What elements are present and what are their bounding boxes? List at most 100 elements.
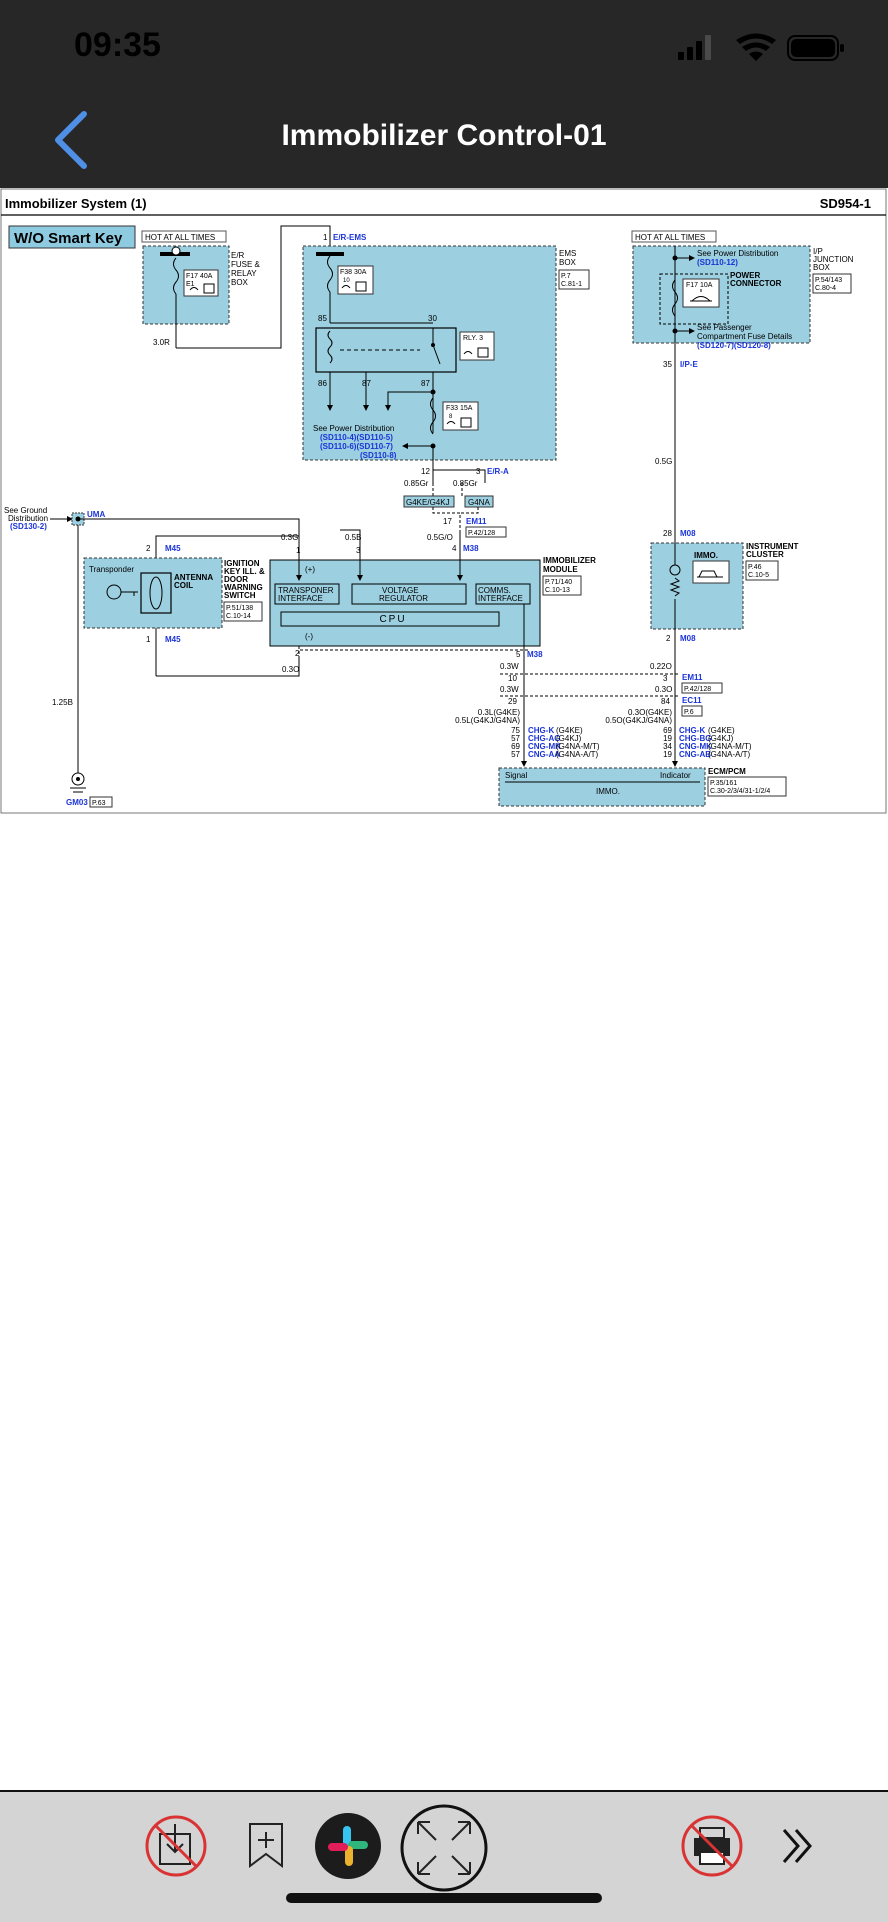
sd-link-1[interactable]: (SD110-4)(SD110-5): [320, 433, 393, 442]
pin-3c: 3: [663, 674, 668, 683]
pin-1b: 1: [296, 546, 301, 555]
right-wire-2: 0.5O(G4KJ/G4NA): [605, 716, 672, 725]
pin-28: 28: [663, 529, 672, 538]
page-title: Immobilizer Control-01: [281, 119, 607, 152]
er-box-label-1: FUSE &: [231, 260, 261, 269]
sd110-12-link[interactable]: (SD110-12): [697, 258, 738, 267]
ign-label-1: KEY ILL. &: [224, 567, 265, 576]
see-ground-0: See Ground: [4, 506, 47, 515]
wire-085gr-left: 0.85Gr: [404, 479, 429, 488]
imm-ref-1: C.10-13: [545, 587, 570, 594]
left-chg-variant-3: (G4NA-A/T): [556, 750, 599, 759]
em11b-label: EM11: [682, 673, 703, 682]
indicator-label: Indicator: [660, 771, 691, 780]
pin-30: 30: [428, 314, 437, 323]
pin-3: 3: [476, 467, 481, 476]
fuse-f17-40a: F17 40A: [186, 273, 213, 280]
slack-icon[interactable]: [314, 1812, 382, 1880]
wire-022o: 0.22O: [650, 662, 672, 671]
right-chg-code-0: CHG-K: [679, 726, 705, 735]
pin-2b: 2: [295, 649, 300, 658]
relay-3-label: RLY. 3: [463, 335, 483, 342]
hot-label-right: HOT AT ALL TIMES: [635, 233, 705, 242]
right-wire-1: 0.3O(G4KE): [628, 708, 672, 717]
comms-if-1: INTERFACE: [478, 594, 523, 603]
car-icon: [697, 570, 723, 578]
left-chg-code-0: CHG-K: [528, 726, 554, 735]
pin-10: 10: [508, 674, 517, 683]
trans-if-0: TRANSPONER: [278, 586, 334, 595]
wire-03w-a: 0.3W: [500, 662, 519, 671]
pin-87b: 87: [421, 379, 430, 388]
ip-box-0: I/P: [813, 247, 823, 256]
wifi-icon: [736, 33, 776, 61]
inst-ref-1: C.10-5: [748, 572, 769, 579]
see-ground-1: Distribution: [8, 514, 48, 523]
ems-ref-0: P.7: [561, 273, 571, 280]
pin-4: 4: [452, 544, 457, 553]
m08-label: M08: [680, 529, 696, 538]
sd130-link[interactable]: (SD130-2): [10, 522, 47, 531]
m45-bot-label: M45: [165, 635, 181, 644]
fullscreen-icon[interactable]: [400, 1804, 488, 1892]
see-power-right: See Power Distribution: [697, 249, 778, 258]
diagram-code: SD954-1: [820, 196, 871, 211]
ems-box-label-0: EMS: [559, 249, 576, 258]
right-chg-variant-3: (G4NA-A/T): [708, 750, 751, 759]
ems-box-label-1: BOX: [559, 258, 577, 267]
relay-3: [315, 327, 457, 373]
left-pin-2: 69: [511, 742, 520, 751]
fuse-icon: [341, 281, 367, 292]
inst-ref-0: P.46: [748, 564, 762, 571]
no-print-icon[interactable]: [680, 1814, 744, 1878]
pin-84: 84: [661, 697, 670, 706]
m38b-label: M38: [527, 650, 543, 659]
lamp-icon: [690, 289, 712, 302]
ip-ref-1: C.80-4: [815, 285, 836, 292]
tag-g4na: G4NA: [468, 498, 490, 507]
ecm-ref-0: P.35/161: [710, 780, 737, 787]
fuse-f33-15a: F33 15A: [446, 405, 473, 412]
back-chevron-icon[interactable]: [52, 110, 92, 170]
tag-g4ke: G4KE/G4KJ: [406, 498, 450, 507]
pin-12: 12: [421, 467, 430, 476]
sd-link-2[interactable]: (SD110-6)(SD110-7): [320, 442, 393, 451]
ign-label-3: WARNING: [224, 583, 263, 592]
ip-e-label: I/P-E: [680, 360, 698, 369]
hot-label-left: HOT AT ALL TIMES: [145, 233, 215, 242]
fuse-f33-sub: 8: [449, 414, 453, 420]
ign-label-2: DOOR: [224, 575, 248, 584]
see-pass-0: See Passenger: [697, 323, 752, 332]
er-a-label: E/R-A: [487, 467, 509, 476]
em11-ref: P.42/128: [468, 530, 495, 537]
wire-085gr-right: 0.85Gr: [453, 479, 478, 488]
battery-icon: [787, 35, 844, 61]
pin-1c: 1: [146, 635, 151, 644]
left-chg-code-1: CHG-AG: [528, 734, 560, 743]
fuse-f38-30a: F38 30A: [340, 269, 367, 276]
key-icon: [106, 584, 138, 600]
er-box-label-2: RELAY: [231, 269, 257, 278]
er-box-label-0: E/R: [231, 251, 245, 260]
fuse-e1: E1: [186, 281, 195, 288]
sd-link-3[interactable]: (SD110-8): [360, 451, 397, 460]
pin-3b: 3: [356, 546, 361, 555]
fuse-icon: [189, 283, 215, 294]
wire-05b: 0.5B: [345, 533, 361, 542]
pin-85: 85: [318, 314, 327, 323]
more-chevron-icon[interactable]: [780, 1826, 816, 1866]
pin-17: 17: [443, 517, 452, 526]
right-pin-2: 34: [663, 742, 672, 751]
left-pin-0: 75: [511, 726, 520, 735]
sd120-link[interactable]: (SD120-7)(SD120-8): [697, 341, 771, 350]
ip-ref-0: P.54/143: [815, 277, 842, 284]
no-download-icon[interactable]: [144, 1814, 208, 1878]
wire-05go: 0.5G/O: [427, 533, 453, 542]
pin-5: 5: [516, 650, 521, 659]
pin-2: 2: [146, 544, 151, 553]
add-bookmark-icon[interactable]: [246, 1820, 286, 1870]
wire-03o-b: 0.3O: [655, 685, 672, 694]
right-pin-1: 19: [663, 734, 672, 743]
